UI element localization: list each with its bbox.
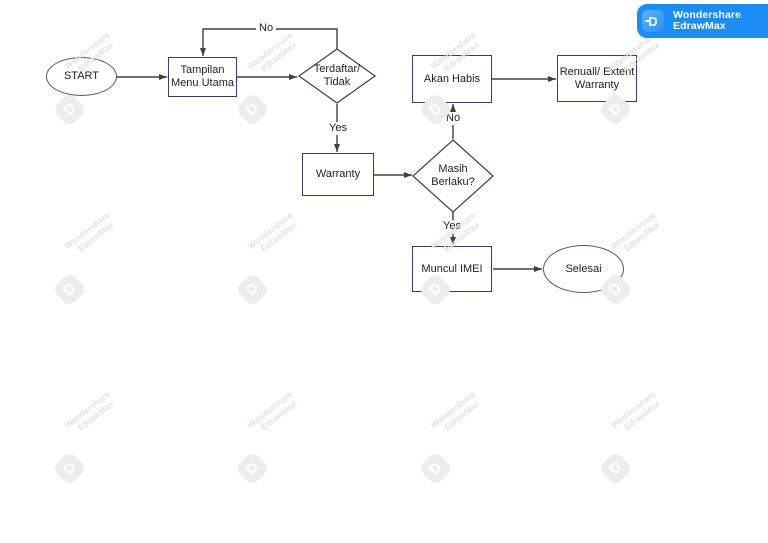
node-tampilan-menu-utama: Tampilan Menu Utama <box>168 57 237 97</box>
edrawmax-brand-badge: D Wondershare EdrawMax <box>637 4 768 38</box>
node-warranty: Warranty <box>302 153 374 196</box>
node-muncul-imei: Muncul IMEI <box>412 246 492 292</box>
brand-badge-line1: Wondershare <box>673 8 742 21</box>
node-muncul-imei-label: Muncul IMEI <box>421 262 483 275</box>
node-terdaftar-tidak: Terdaftar/ Tidak <box>300 62 374 90</box>
brand-badge-text: Wondershare EdrawMax <box>673 8 742 33</box>
edge-label-terdaftar-no: No <box>256 22 277 35</box>
node-renuall-extent-warranty-label: Renuall/ Extent Warranty <box>559 65 635 91</box>
node-masih-berlaku-label: Masih Berlaku? <box>431 163 475 188</box>
node-selesai-label: Selesai <box>565 262 602 275</box>
edrawmax-logo-dash <box>645 20 651 22</box>
node-akan-habis-label: Akan Habis <box>423 72 481 85</box>
node-tampilan-menu-utama-label: Tampilan Menu Utama <box>171 64 234 89</box>
node-terdaftar-tidak-label: Terdaftar/ Tidak <box>313 63 361 88</box>
edge-label-terdaftar-yes: Yes <box>326 122 350 135</box>
edrawmax-logo-icon: D <box>642 10 664 32</box>
node-akan-habis: Akan Habis <box>412 55 492 103</box>
node-start: START <box>46 57 117 96</box>
node-masih-berlaku: Masih Berlaku? <box>413 162 493 190</box>
node-selesai: Selesai <box>543 245 624 293</box>
decision-masih-berlaku-shape <box>412 139 494 213</box>
edge-label-masih-no: No <box>443 112 464 125</box>
brand-badge-line2: EdrawMax <box>673 20 726 32</box>
node-renuall-extent-warranty: Renuall/ Extent Warranty <box>557 55 637 102</box>
node-start-label: START <box>63 70 100 82</box>
node-warranty-label: Warranty <box>315 168 361 180</box>
edrawmax-logo-letter: D <box>648 13 658 29</box>
edge-label-masih-yes: Yes <box>440 220 464 233</box>
decision-terdaftar-shape <box>297 48 377 104</box>
